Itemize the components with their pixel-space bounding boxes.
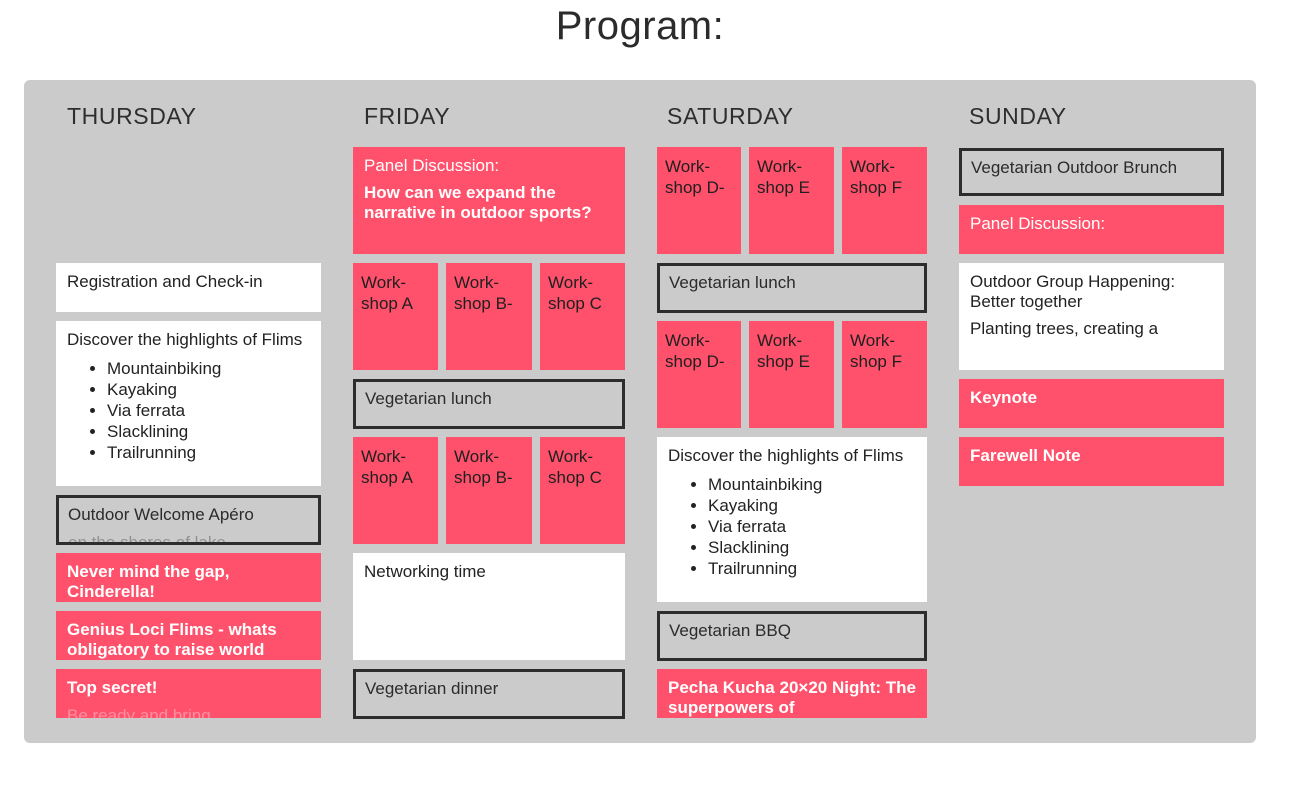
workshop-card-a[interactable]: Work-shop A bbox=[353, 437, 438, 544]
workshop-card-f[interactable]: Work-shop F bbox=[842, 321, 927, 428]
event-title: Work-shop F bbox=[850, 157, 902, 197]
event-title: Keynote bbox=[970, 388, 1038, 407]
event-card-keynote[interactable]: Keynote bbox=[959, 379, 1224, 428]
event-title: Work-shop C bbox=[548, 447, 602, 487]
event-label: Panel Discussion: bbox=[970, 214, 1106, 233]
event-card-welcome-apero[interactable]: Outdoor Welcome Apéro on the shores of l… bbox=[56, 495, 321, 545]
page-title: Program: bbox=[555, 4, 725, 48]
workshop-card-b[interactable]: Work-shop B- bbox=[446, 437, 532, 544]
list-item: Via ferrata bbox=[708, 516, 916, 537]
workshop-card-e[interactable]: Work-shop E bbox=[749, 321, 834, 428]
event-title: Vegetarian lunch bbox=[669, 273, 796, 292]
event-title: Discover the highlights of Flims bbox=[67, 330, 303, 349]
event-card-vegetarian-lunch[interactable]: Vegetarian lunch bbox=[657, 263, 927, 313]
list-item: Slacklining bbox=[107, 421, 310, 442]
event-title: Top secret! bbox=[67, 678, 158, 697]
event-title: Work-shop A bbox=[361, 273, 413, 313]
activities-list: Mountainbiking Kayaking Via ferrata Slac… bbox=[67, 358, 310, 463]
event-title: Vegetarian BBQ bbox=[669, 621, 791, 640]
event-title: Pecha Kucha 20×20 Night: The superpowers… bbox=[668, 678, 916, 717]
event-title: Genius Loci Flims - whats obligatory to … bbox=[67, 620, 277, 659]
event-card-panel-discussion[interactable]: Panel Discussion: How can we expand the … bbox=[353, 147, 625, 254]
event-subtitle: Be ready and bring bbox=[67, 706, 211, 718]
workshop-card-c[interactable]: Work-shop C bbox=[540, 437, 625, 544]
event-title: Vegetarian dinner bbox=[365, 679, 499, 698]
event-title: Never mind the gap, Cinderella! bbox=[67, 562, 230, 601]
event-card-highlights[interactable]: Discover the highlights of Flims Mountai… bbox=[657, 437, 927, 602]
workshop-card-c[interactable]: Work-shop C bbox=[540, 263, 625, 370]
event-card-vegetarian-bbq[interactable]: Vegetarian BBQ bbox=[657, 611, 927, 661]
event-card-networking[interactable]: Networking time bbox=[353, 553, 625, 660]
event-title: How can we expand the narrative in outdo… bbox=[364, 183, 592, 222]
list-item: Mountainbiking bbox=[708, 474, 916, 495]
list-item: Trailrunning bbox=[708, 558, 916, 579]
day-header-sunday: SUNDAY bbox=[969, 103, 1067, 129]
event-card-vegetarian-brunch[interactable]: Vegetarian Outdoor Brunch bbox=[959, 148, 1224, 196]
list-item: Trailrunning bbox=[107, 442, 310, 463]
workshop-card-a[interactable]: Work-shop A bbox=[353, 263, 438, 370]
workshop-card-d[interactable]: Work-shop D- bbox=[657, 147, 741, 254]
event-card-panel-discussion[interactable]: Panel Discussion: bbox=[959, 205, 1224, 254]
workshop-card-d[interactable]: Work-shop D- bbox=[657, 321, 741, 428]
event-card-top-secret[interactable]: Top secret! Be ready and bring bbox=[56, 669, 321, 718]
event-title: Farewell Note bbox=[970, 446, 1081, 465]
workshop-card-e[interactable]: Work-shop E bbox=[749, 147, 834, 254]
event-subtitle: Planting trees, creating a bbox=[970, 319, 1159, 338]
event-title: Work-shop C bbox=[548, 273, 602, 313]
event-title: Vegetarian Outdoor Brunch bbox=[971, 158, 1178, 177]
event-title: Vegetarian lunch bbox=[365, 389, 492, 408]
event-card-highlights[interactable]: Discover the highlights of Flims Mountai… bbox=[56, 321, 321, 486]
event-title: Work-shop A bbox=[361, 447, 413, 487]
event-title: Work-shop D- bbox=[665, 157, 725, 197]
day-header-friday: FRIDAY bbox=[364, 103, 451, 129]
event-title: Networking time bbox=[364, 562, 486, 581]
list-item: Via ferrata bbox=[107, 400, 310, 421]
event-card-genius-loci[interactable]: Genius Loci Flims - whats obligatory to … bbox=[56, 611, 321, 660]
workshop-card-f[interactable]: Work-shop F bbox=[842, 147, 927, 254]
list-item: Kayaking bbox=[708, 495, 916, 516]
day-header-saturday: SATURDAY bbox=[667, 103, 794, 129]
event-subtitle: on the shores of lake bbox=[68, 533, 226, 545]
event-card-registration[interactable]: Registration and Check-in bbox=[56, 263, 321, 312]
event-card-never-mind-the-gap[interactable]: Never mind the gap, Cinderella! bbox=[56, 553, 321, 602]
event-card-pecha-kucha[interactable]: Pecha Kucha 20×20 Night: The superpowers… bbox=[657, 669, 927, 718]
event-title: Outdoor Group Happening: Better together bbox=[970, 272, 1176, 311]
day-header-thursday: THURSDAY bbox=[67, 103, 197, 129]
list-item: Mountainbiking bbox=[107, 358, 310, 379]
event-title: Registration and Check-in bbox=[67, 272, 263, 291]
event-title: Work-shop E bbox=[757, 157, 810, 197]
list-item: Kayaking bbox=[107, 379, 310, 400]
workshop-card-b[interactable]: Work-shop B- bbox=[446, 263, 532, 370]
event-title: Work-shop D- bbox=[665, 331, 725, 371]
list-item: Slacklining bbox=[708, 537, 916, 558]
event-title: Outdoor Welcome Apéro bbox=[68, 505, 254, 524]
event-label: Panel Discussion: bbox=[364, 156, 500, 175]
event-title: Work-shop B- bbox=[454, 447, 513, 487]
event-card-vegetarian-dinner[interactable]: Vegetarian dinner bbox=[353, 669, 625, 719]
event-card-farewell-note[interactable]: Farewell Note bbox=[959, 437, 1224, 486]
activities-list: Mountainbiking Kayaking Via ferrata Slac… bbox=[668, 474, 916, 579]
event-title: Work-shop E bbox=[757, 331, 810, 371]
event-title: Work-shop B- bbox=[454, 273, 513, 313]
event-card-vegetarian-lunch[interactable]: Vegetarian lunch bbox=[353, 379, 625, 429]
event-card-group-happening[interactable]: Outdoor Group Happening: Better together… bbox=[959, 263, 1224, 370]
event-title: Work-shop F bbox=[850, 331, 902, 371]
event-title: Discover the highlights of Flims bbox=[668, 446, 904, 465]
